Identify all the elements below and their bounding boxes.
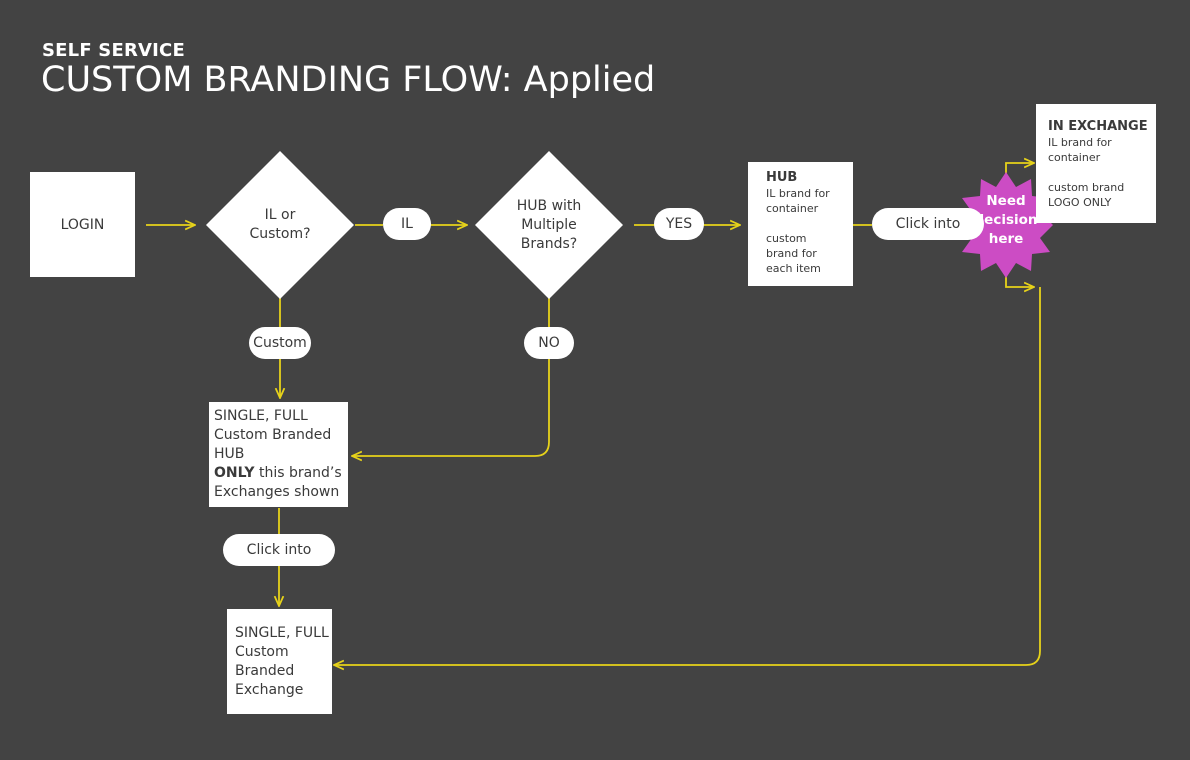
single-full-exchange-node: SINGLE, FULL Custom Branded Exchange — [227, 609, 332, 714]
connector-no-to-single-hub — [352, 358, 550, 456]
login-node: LOGIN — [30, 172, 135, 277]
yes-pill: YES — [654, 208, 704, 240]
page-kicker: SELF SERVICE — [42, 40, 185, 61]
only-emphasis: ONLY — [214, 465, 255, 481]
decision-callout-star — [959, 172, 1053, 278]
decision-hub-multiple-label: HUB with Multiple Brands? — [516, 197, 582, 252]
il-pill: IL — [383, 208, 431, 240]
in-exchange-title: IN EXCHANGE — [1048, 119, 1148, 134]
click-into-pill-top: Click into — [872, 208, 984, 240]
in-exchange-node: IN EXCHANGE IL brand for container custo… — [1036, 104, 1156, 223]
need-decision-callout: Need decision here — [974, 192, 1038, 247]
login-label: LOGIN — [60, 216, 105, 233]
no-pill: NO — [524, 327, 574, 359]
page-title: CUSTOM BRANDING FLOW: Applied — [41, 60, 656, 100]
custom-pill: Custom — [249, 327, 311, 359]
click-into-pill-bottom: Click into — [223, 534, 335, 566]
hub-node: HUB IL brand for container custom brand … — [748, 162, 853, 286]
single-full-hub-node: SINGLE, FULL Custom Branded HUB ONLY thi… — [209, 402, 348, 507]
decision-hub-multiple-diamond — [475, 151, 623, 299]
decision-il-custom-label: IL or Custom? — [249, 207, 311, 242]
decision-il-custom-diamond — [206, 151, 354, 299]
hub-title: HUB — [766, 170, 798, 185]
connector-return-to-exchange — [334, 287, 1041, 665]
